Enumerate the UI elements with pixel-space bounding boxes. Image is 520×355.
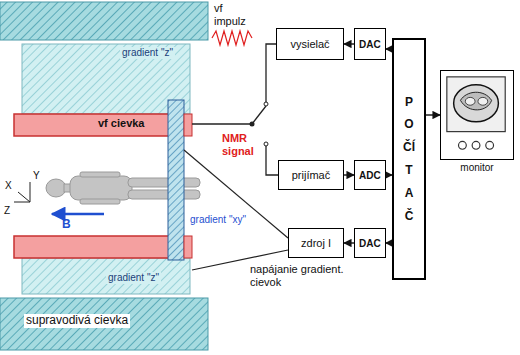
- box-label: DAC: [359, 238, 381, 249]
- box-label: ADC: [359, 170, 381, 181]
- computer-box: POČÍTAČ: [392, 38, 426, 280]
- box-label: zdroj I: [301, 237, 331, 249]
- gradient-supply-label: napájanie gradient. cievok: [250, 263, 370, 288]
- field-label: B: [62, 218, 71, 232]
- dac-box: DAC: [354, 28, 386, 60]
- dac-box: DAC: [354, 228, 386, 258]
- rf-pulse-label: vf impulz: [214, 2, 256, 27]
- magnet-label: supravodivá cievka: [24, 314, 130, 328]
- transmitter-box: vysielač: [276, 28, 344, 60]
- receiver-box: prijímač: [278, 160, 344, 190]
- box-label: prijímač: [292, 169, 331, 181]
- axis-label: X: [5, 180, 12, 192]
- adc-box: ADC: [354, 160, 386, 190]
- monitor: monitor: [440, 70, 514, 160]
- axis-label: Z: [4, 205, 10, 217]
- nmr-signal-label: NMR signal: [222, 132, 262, 157]
- monitor-label: monitor: [441, 162, 513, 173]
- rf-coil-label: vf cievka: [98, 117, 144, 130]
- gradient-label: gradient "z": [120, 47, 175, 59]
- box-label: DAC: [359, 39, 381, 50]
- current-source-box: zdroj I: [288, 228, 344, 258]
- gradient-label: gradient "z": [106, 272, 161, 284]
- axis-label: Y: [33, 170, 40, 182]
- monitor-screen-illustration: [441, 71, 513, 159]
- signal-arrow: [344, 242, 354, 243]
- signal-arrow: [344, 174, 354, 175]
- computer-label: POČÍTAČ: [403, 91, 415, 228]
- signal-arrow: [344, 43, 354, 44]
- box-label: vysielač: [290, 38, 329, 50]
- gradient-label: gradient "xy": [188, 214, 248, 226]
- signal-arrow: [426, 114, 440, 115]
